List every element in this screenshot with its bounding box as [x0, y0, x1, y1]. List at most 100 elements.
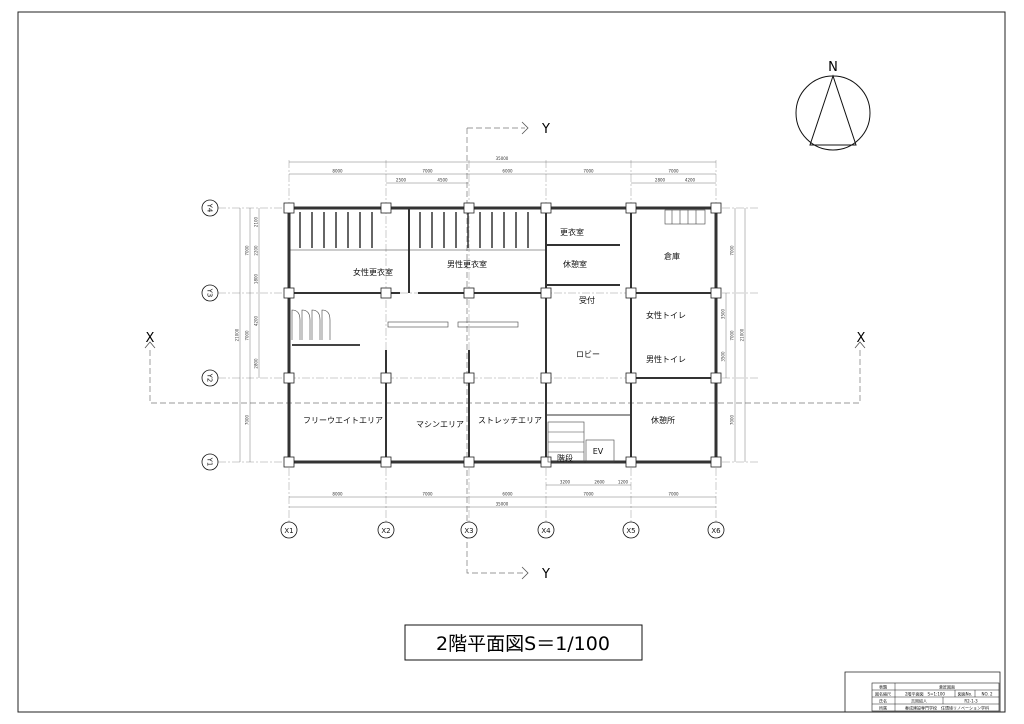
room-womens-locker: 女性更衣室: [353, 267, 393, 277]
dimension-value: 7000: [422, 492, 433, 497]
dimension-value: 1800: [254, 273, 259, 284]
dimension-value: 2100: [254, 216, 259, 227]
grid-bubble-x: [280, 521, 298, 539]
dimension-value: 7000: [422, 169, 433, 174]
drawing-title: 2階平面図S＝1/100: [436, 633, 610, 655]
tb-affiliation-value: 秦成建設専門学校 住環境リノベーション学科: [905, 705, 989, 711]
tb-title-label: 表題: [879, 684, 887, 690]
room-mens-toilet: 男性トイレ: [646, 354, 686, 364]
dimension-value: 1200: [618, 480, 629, 485]
dimension-value: 2800: [254, 358, 259, 369]
room-mens-locker: 男性更衣室: [447, 259, 487, 269]
dimension-value: 6000: [502, 492, 513, 497]
dimension-value: 6000: [502, 169, 513, 174]
column: [283, 456, 295, 468]
column: [463, 372, 475, 384]
column: [380, 287, 392, 299]
column: [380, 456, 392, 468]
room-stairs: 階段: [557, 453, 573, 463]
room-locker: 更衣室: [560, 227, 584, 237]
grid-bubble-y: [201, 199, 219, 217]
dimension-lines: 35000 8000 7000 6000 7000 7000 2500 4500 2800 420…: [235, 156, 746, 508]
column: [380, 202, 392, 214]
section-x-left: X: [146, 331, 155, 346]
dimension-value: 3500: [721, 351, 726, 362]
column: [380, 372, 392, 384]
grid-bubble-y: [201, 453, 219, 471]
column: [540, 287, 552, 299]
dimension-value: 2500: [396, 178, 407, 183]
tb-no-value: NO. 2: [981, 692, 993, 697]
grid-label-x: X2: [381, 527, 390, 535]
tb-id-value: R2-1-3: [964, 699, 978, 704]
room-womens-toilet: 女性トイレ: [646, 310, 686, 320]
room-lobby: ロビー: [576, 350, 600, 359]
dimension-value: 7000: [730, 245, 735, 256]
grid-bubble-x: [537, 521, 555, 539]
tb-title-value: 意匠図面: [939, 684, 955, 690]
column: [463, 456, 475, 468]
column: [710, 202, 722, 214]
dimension-value: 21000: [740, 328, 745, 341]
section-lines: [149, 127, 861, 574]
sheet-border: [17, 11, 1006, 713]
tb-name-value: 吉岡紹人: [911, 698, 927, 704]
column: [463, 287, 475, 299]
grid-label-y: Y2: [206, 373, 214, 383]
grid-label-y: Y4: [206, 203, 214, 213]
room-machine: マシンエリア: [416, 420, 464, 429]
grid-label-x: X1: [284, 527, 293, 535]
tb-no-label: 図面No.: [958, 692, 973, 697]
dimension-value: 7000: [245, 330, 250, 341]
dimension-value: 2800: [655, 178, 666, 183]
column: [710, 287, 722, 299]
column: [710, 372, 722, 384]
dimension-value: 2200: [254, 245, 259, 256]
dimension-value: 4200: [254, 315, 259, 326]
grid-bubble-x: [460, 521, 478, 539]
dimension-value: 4500: [437, 178, 448, 183]
grid-label-x: X6: [711, 527, 721, 535]
dimension-value: 35000: [496, 502, 509, 507]
dimension-value: 8000: [332, 169, 343, 174]
column: [625, 202, 637, 214]
dimension-value: 3500: [721, 308, 726, 319]
columns: [283, 202, 722, 468]
drawing-title-box: [404, 624, 643, 661]
room-stretch: ストレッチエリア: [478, 416, 542, 425]
dimension-value: 7000: [730, 330, 735, 341]
section-y-top: Y: [541, 122, 550, 137]
dimension-value: 7000: [668, 492, 679, 497]
room-storage: 倉庫: [664, 251, 680, 261]
dimension-value: 7000: [668, 169, 679, 174]
north-label: N: [828, 60, 838, 75]
north-compass-icon: N: [795, 60, 871, 151]
grid-label-x: X5: [626, 527, 635, 535]
grid-bubble-x: [377, 521, 395, 539]
grid-bubble-y: [201, 369, 219, 387]
tb-affiliation-label: 所属: [879, 705, 887, 711]
dimension-value: 21000: [235, 328, 240, 341]
fixtures: [291, 209, 706, 463]
room-elevator: EV: [593, 447, 604, 456]
grid-bubble-x: [622, 521, 640, 539]
grid-bubble-x: [707, 521, 725, 539]
dimension-value: 7000: [730, 414, 735, 425]
dimension-value: 7000: [583, 169, 594, 174]
room-lounge: 休憩所: [651, 415, 675, 425]
section-arrow-icons: [144, 121, 866, 580]
grid-bubble-y: [201, 284, 219, 302]
column: [710, 456, 722, 468]
section-x-right: X: [857, 331, 866, 346]
grid-label-y: Y3: [206, 288, 214, 298]
dimension-value: 7000: [245, 414, 250, 425]
dimension-value: 2600: [594, 480, 605, 485]
column: [283, 372, 295, 384]
section-y-bottom: Y: [541, 567, 550, 582]
room-rest: 休憩室: [563, 259, 587, 269]
room-reception: 受付: [579, 295, 595, 305]
dimension-value: 7000: [245, 245, 250, 256]
dimension-value: 3200: [560, 480, 571, 485]
